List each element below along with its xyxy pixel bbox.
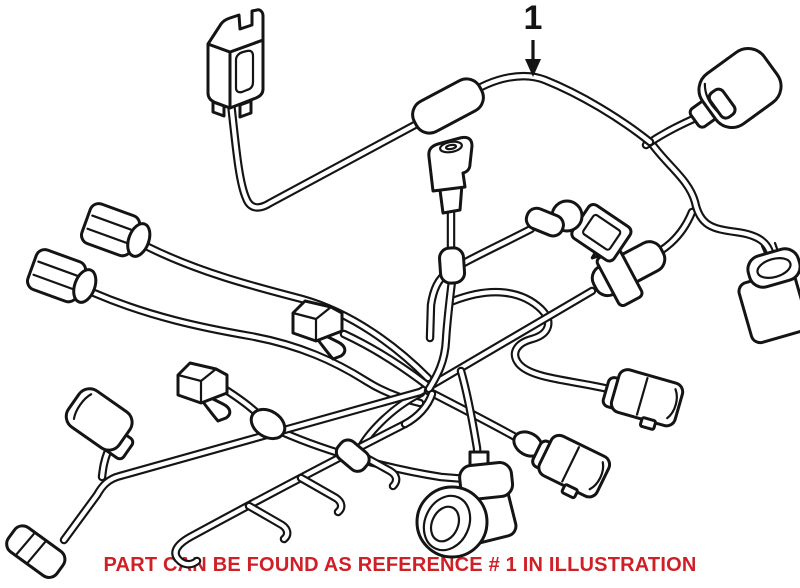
connector-coil-left-1 [80,202,152,258]
connector-vertical-plug [427,135,474,285]
connector-corner-bottom-left [5,524,67,579]
connector-coil-left-2 [26,248,98,304]
connector-elbow-mid [524,199,633,263]
reference-arrow-icon [525,40,541,77]
grommet-bead-midleft [249,407,287,441]
connector-top-right [688,47,783,129]
connector-round-sensor [415,450,518,559]
connector-elbow-bottom-left [64,387,135,461]
connector-far-right [737,241,800,345]
illustration-caption: PART CAN BE FOUND AS REFERENCE # 1 IN IL… [103,554,697,576]
connector-wedge-lower [512,430,612,500]
connector-top-left [206,8,265,119]
connector-stub-boot [334,438,371,473]
connector-wedge-right [601,368,685,431]
connector-midleft-block [176,361,232,423]
harness-wires [64,76,771,564]
connector-center-block [291,299,347,361]
reference-number-label: 1 [523,0,543,37]
harness-wrap-top [411,77,485,135]
